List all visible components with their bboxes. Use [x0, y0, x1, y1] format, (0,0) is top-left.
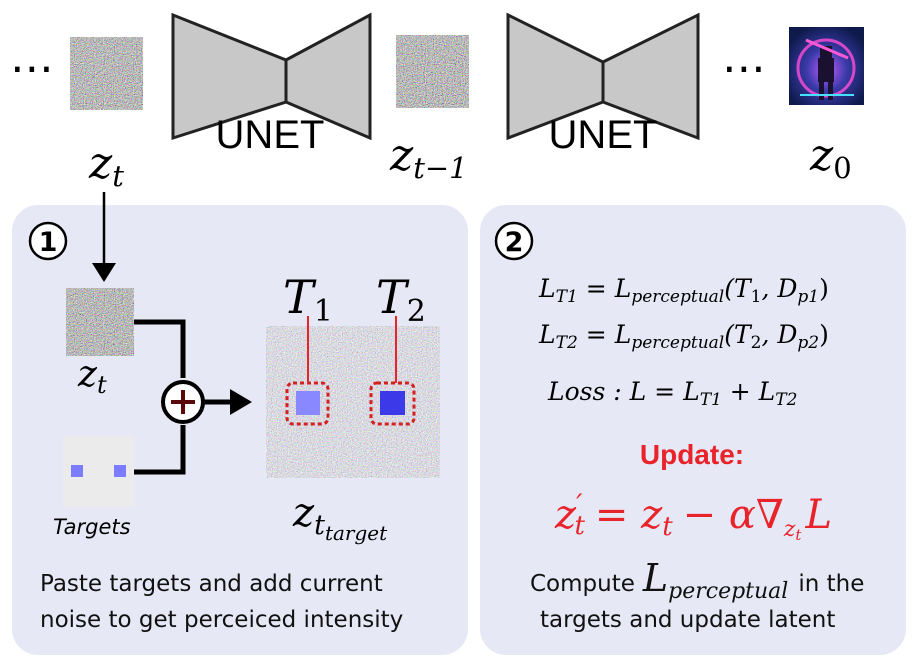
noise-image-zt-panel — [66, 288, 134, 356]
label-z0: z0 — [809, 130, 852, 185]
connector-targets — [134, 425, 186, 475]
target-square-2 — [114, 465, 126, 477]
update-label: Update: — [640, 439, 744, 470]
noise-image-zt — [70, 37, 143, 110]
label-t2: T2 — [376, 270, 426, 329]
target-latent-image — [266, 326, 440, 478]
noise-image-zt-minus-1 — [396, 35, 469, 108]
caption-panel-1-line-2: noise to get perceiced intensity — [40, 607, 403, 633]
target-patch-1 — [296, 391, 320, 415]
equation-lt1: LT1=Lperceptual(T1, Dp1) — [538, 274, 829, 307]
caption-panel-2-line-2: targets and update latent — [540, 607, 835, 633]
label-t1: T1 — [283, 270, 333, 329]
arrow-to-target-head — [230, 389, 252, 415]
equation-lt2: LT2=Lperceptual(T2, Dp2) — [538, 320, 829, 353]
step-badge-1: 1 — [28, 221, 68, 261]
step-badge-2: 2 — [494, 221, 534, 261]
generated-image-z0 — [789, 27, 864, 105]
arrow-zt-down-head — [92, 263, 116, 282]
svg-text:1: 1 — [39, 227, 58, 258]
ellipsis-right: ⋯ — [722, 43, 766, 94]
unet-label-1: UNET — [216, 113, 325, 157]
targets-label: Targets — [53, 515, 131, 539]
panel-2 — [480, 205, 906, 655]
connector-zt — [134, 319, 186, 378]
target-patch-2 — [380, 391, 405, 415]
svg-text:2: 2 — [505, 227, 524, 258]
label-zt-panel: zt — [77, 354, 107, 399]
target-square-1 — [71, 465, 83, 477]
unet-label-2: UNET — [549, 113, 658, 157]
ellipsis-left: ⋯ — [10, 43, 54, 94]
label-zt-minus-1: zt−1 — [389, 130, 468, 185]
target-box-2 — [369, 381, 416, 426]
equation-loss: Loss : L = LT1 + LT2 — [547, 377, 797, 410]
label-zt-target: zttarget — [292, 490, 388, 545]
unet-block-1: UNET — [171, 12, 372, 157]
caption-panel-1-line-1: Paste targets and add current — [40, 571, 383, 597]
label-zt: zt — [88, 138, 124, 193]
unet-block-2: UNET — [506, 12, 700, 157]
plus-operator — [161, 380, 205, 424]
